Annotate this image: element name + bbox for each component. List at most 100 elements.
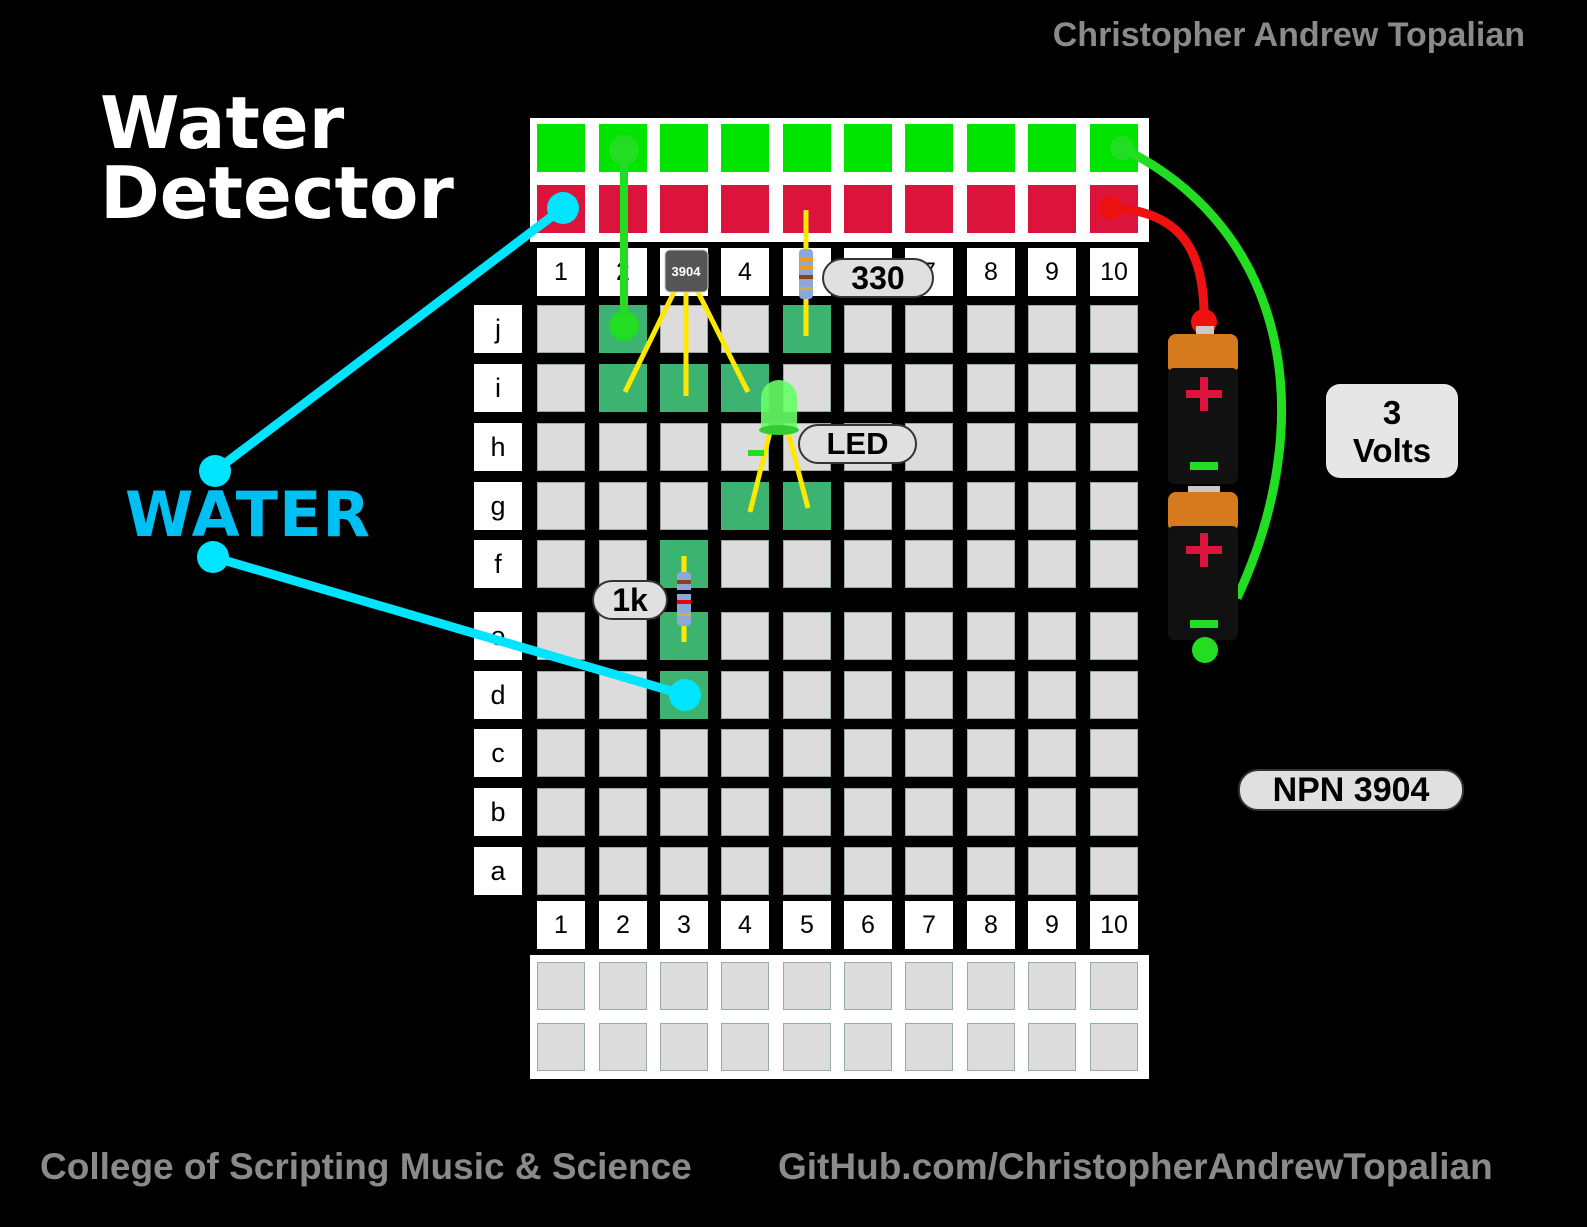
breadboard-hole: [1028, 305, 1076, 353]
row-letter: i: [474, 364, 522, 412]
breadboard-hole: [1090, 540, 1138, 588]
voltage-label: 3 Volts: [1326, 384, 1458, 478]
breadboard-hole: [905, 729, 953, 777]
resistor-330-band-3: [799, 275, 813, 279]
column-number-top: 8: [967, 248, 1015, 296]
breadboard-hole: [599, 482, 647, 530]
resistor-330-body: [799, 249, 813, 299]
breadboard-hole: [660, 482, 708, 530]
green-wire-end-top: [609, 135, 639, 165]
title-line-1: Water: [100, 81, 345, 165]
breadboard-hole: [844, 788, 892, 836]
bottom-rail-hole: [967, 1023, 1015, 1071]
breadboard-hole: [599, 364, 647, 412]
breadboard-hole: [660, 423, 708, 471]
battery-top: [1168, 326, 1238, 484]
led-leg-cathode: [747, 431, 773, 513]
water-wire-upper-end-rail: [547, 192, 579, 224]
breadboard-hole: [905, 671, 953, 719]
breadboard-hole: [844, 305, 892, 353]
breadboard-hole: [1028, 540, 1076, 588]
bottom-rail-hole: [905, 962, 953, 1010]
breadboard-hole: [967, 612, 1015, 660]
bottom-rail-hole: [1028, 962, 1076, 1010]
row-letter: b: [474, 788, 522, 836]
breadboard-hole: [967, 788, 1015, 836]
breadboard-hole: [967, 729, 1015, 777]
breadboard-hole: [721, 788, 769, 836]
breadboard-hole: [537, 305, 585, 353]
breadboard-hole: [537, 364, 585, 412]
resistor-1k-band-4: [677, 613, 691, 616]
breadboard-hole: [721, 729, 769, 777]
bottom-rail-hole: [537, 962, 585, 1010]
breadboard-hole: [967, 671, 1015, 719]
positive-rail-hole: [844, 124, 892, 172]
breadboard-hole: [905, 612, 953, 660]
breadboard-hole: [905, 788, 953, 836]
breadboard-hole: [660, 729, 708, 777]
breadboard-hole: [1028, 729, 1076, 777]
breadboard-hole: [537, 729, 585, 777]
bottom-rail-hole: [844, 962, 892, 1010]
breadboard-hole: [537, 423, 585, 471]
breadboard-hole: [1090, 788, 1138, 836]
voltage-unit: Volts: [1352, 432, 1432, 469]
led-minus-mark: [748, 450, 764, 456]
voltage-value: 3: [1382, 394, 1402, 431]
breadboard-hole: [967, 423, 1015, 471]
breadboard-hole: [783, 729, 831, 777]
bottom-rail-hole: [599, 962, 647, 1010]
battery-bottom: [1168, 486, 1238, 640]
breadboard-hole: [844, 729, 892, 777]
positive-rail-hole: [537, 124, 585, 172]
negative-rail-hole: [660, 185, 708, 233]
breadboard-hole: [783, 540, 831, 588]
bottom-rail-hole: [721, 962, 769, 1010]
column-number-bottom: 4: [721, 901, 769, 949]
positive-rail-hole: [1028, 124, 1076, 172]
footer-college: College of Scripting Music & Science: [40, 1146, 692, 1187]
resistor-330-label: 330: [822, 258, 934, 298]
water-label: WATER: [125, 478, 372, 551]
resistor-1k-body: [677, 572, 691, 626]
battery-negative-terminal: [1192, 637, 1218, 663]
resistor-1k-band-3: [677, 600, 691, 604]
negative-rail-hole: [844, 185, 892, 233]
breadboard-hole: [844, 671, 892, 719]
breadboard-hole: [967, 847, 1015, 895]
breadboard-hole: [783, 671, 831, 719]
bottom-rail-hole: [967, 962, 1015, 1010]
led-base: [759, 425, 799, 435]
breadboard-hole: [721, 540, 769, 588]
column-number-top: 4: [721, 248, 769, 296]
row-letter: h: [474, 423, 522, 471]
row-letter: c: [474, 729, 522, 777]
breadboard-hole: [537, 671, 585, 719]
breadboard-hole: [1090, 729, 1138, 777]
breadboard-hole: [783, 788, 831, 836]
bottom-rail-hole: [660, 1023, 708, 1071]
breadboard-hole: [783, 612, 831, 660]
column-number-bottom: 6: [844, 901, 892, 949]
column-number-top: 9: [1028, 248, 1076, 296]
breadboard-hole: [1028, 364, 1076, 412]
breadboard-hole: [537, 482, 585, 530]
breadboard-hole: [721, 671, 769, 719]
breadboard-hole: [537, 788, 585, 836]
breadboard-hole: [905, 847, 953, 895]
breadboard-hole: [967, 540, 1015, 588]
water-wire-lower: [211, 552, 687, 700]
water-wire-upper: [212, 204, 566, 475]
column-number-bottom: 5: [783, 901, 831, 949]
breadboard-hole: [1028, 612, 1076, 660]
negative-rail-hole: [905, 185, 953, 233]
bottom-rail-hole: [844, 1023, 892, 1071]
breadboard-hole: [1090, 612, 1138, 660]
green-wire-end-rail: [1110, 136, 1134, 160]
breadboard-hole: [905, 540, 953, 588]
title-line-2: Detector: [100, 151, 454, 235]
breadboard-hole: [537, 540, 585, 588]
breadboard-hole: [1028, 423, 1076, 471]
resistor-1k-band-1: [677, 580, 691, 584]
